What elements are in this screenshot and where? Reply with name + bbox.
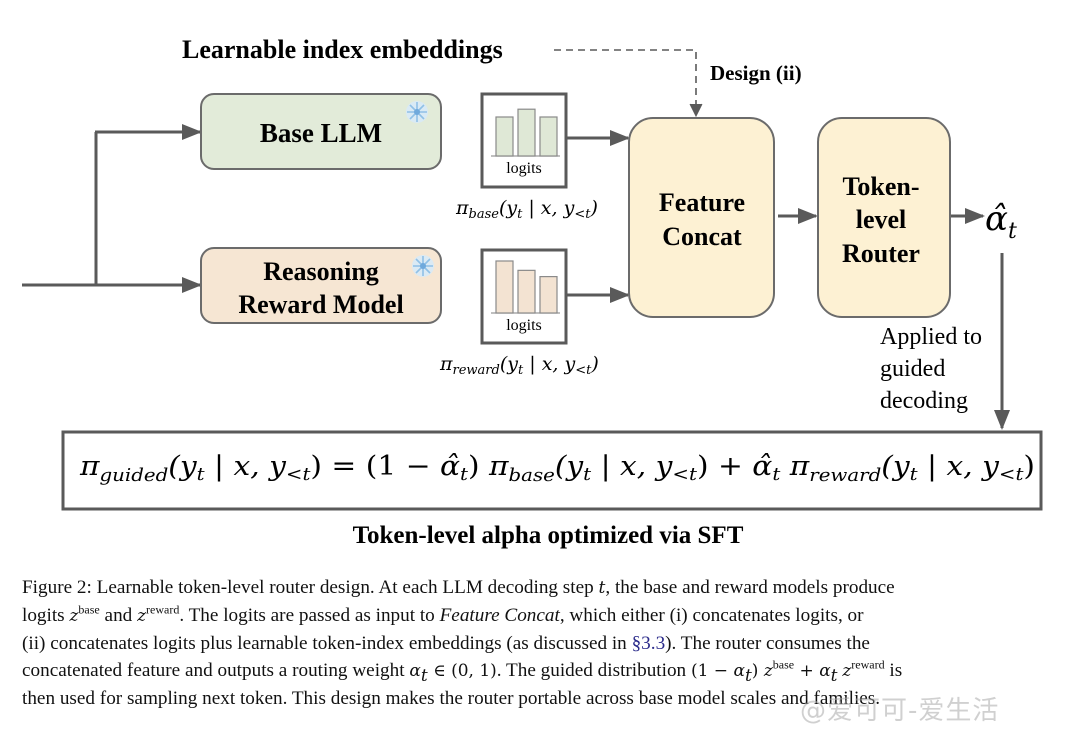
figure-caption: Figure 2: Learnable token-level router d… (22, 574, 1062, 712)
base-llm-label: Base LLM (260, 118, 382, 148)
sft-label: Token-level alpha optimized via SFT (353, 522, 744, 549)
snowflake-icon (411, 254, 435, 278)
router-diagram: Learnable index embeddings Design (ii) B… (22, 35, 1043, 549)
logits-reward-label: logits (506, 317, 542, 334)
pi-base-formula: πbase(yt | x, y<t) (455, 197, 598, 222)
design-ii-label: Design (ii) (710, 61, 802, 85)
base-llm-box: Base LLM (200, 93, 442, 170)
token-level-router-box: Token- level Router (817, 117, 951, 318)
logits-base-bar-2 (517, 108, 536, 157)
reward-model-box: Reasoning Reward Model (200, 247, 442, 324)
caption-line-4: concatenated feature and outputs a routi… (22, 657, 903, 686)
router-line2: level (856, 205, 907, 234)
logits-reward-bar-2 (517, 269, 536, 314)
alpha-hat-output: α̂t (985, 199, 1017, 244)
design-ii-dashed-arrow (554, 49, 703, 118)
feature-concat-line1: Feature (659, 188, 745, 217)
watermark: @爱可可-爱生活 (800, 696, 1000, 726)
logits-reward-box: logits (480, 248, 568, 345)
learnable-index-embeddings-label: Learnable index embeddings (182, 35, 503, 64)
caption-line-5: then used for sampling next token. This … (22, 688, 881, 709)
reward-model-label-line2: Reward Model (238, 290, 403, 319)
logits-base-bar-1 (495, 116, 514, 157)
logits-base-label: logits (506, 160, 542, 177)
reward-model-label-line1: Reasoning (263, 257, 379, 286)
logits-base-box: logits (480, 92, 568, 189)
logits-reward-bar-1 (495, 260, 514, 314)
pi-reward-formula: πreward(yt | x, y<t) (439, 353, 599, 378)
caption-line-1: Figure 2: Learnable token-level router d… (22, 577, 895, 598)
logits-reward-bar-3 (539, 276, 558, 314)
feature-concat-box: Feature Concat (628, 117, 775, 318)
router-line1: Token- (842, 172, 919, 201)
applied-note-line1: Applied to (880, 324, 982, 350)
caption-line-3: (ii) concatenates logits plus learnable … (22, 633, 870, 654)
applied-note-line3: decoding (880, 388, 968, 414)
caption-line-2: logits zbase and zreward. The logits are… (22, 602, 864, 626)
equation-box (61, 430, 1043, 511)
feature-concat-line2: Concat (662, 222, 742, 251)
applied-note-line2: guided (880, 356, 945, 382)
input-connector (22, 124, 202, 293)
router-line3: Router (842, 239, 920, 268)
snowflake-icon (405, 100, 429, 124)
section-ref-link[interactable]: §3.3 (631, 633, 666, 654)
logits-base-bar-3 (539, 116, 558, 157)
